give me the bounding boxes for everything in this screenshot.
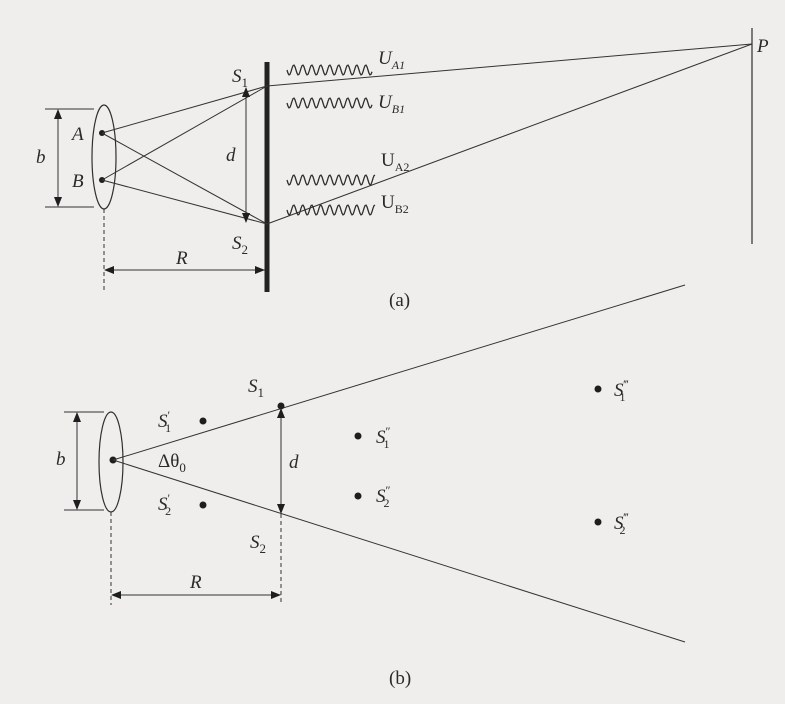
label-P: P (756, 36, 769, 57)
label-d-b: d (289, 452, 299, 473)
label-S2-a: S2 (232, 233, 248, 257)
b-arrow-top-b (73, 412, 81, 422)
label-S1-double-prime: S″1 (376, 424, 391, 451)
label-S1-a: S1 (232, 66, 248, 90)
label-b-a: b (36, 147, 46, 168)
point-S2-triple-prime (594, 518, 602, 526)
figure-b: b S1 S2 d Δθ0 S′1 S′2 S″1 S″2 S‴1 S‴2 (56, 284, 686, 689)
point-S1-prime (199, 417, 207, 425)
figure-a: A B b P S1 S2 d R (36, 28, 769, 311)
ray-B-S2 (101, 179, 268, 225)
label-S1-triple-prime: S‴1 (614, 377, 629, 404)
wave-UA2 (286, 174, 376, 186)
label-A: A (70, 124, 84, 145)
R-arrow-left-b (111, 591, 121, 599)
wave-UB1 (286, 97, 373, 109)
label-UA2: UA2 (381, 150, 409, 174)
label-B: B (72, 171, 84, 192)
caption-a: (a) (389, 290, 410, 311)
R-arrow-right-b (271, 591, 281, 599)
label-R-a: R (175, 248, 188, 269)
label-UA1: UA1 (378, 48, 405, 72)
label-S2-b: S2 (250, 532, 266, 556)
label-S2-double-prime: S″2 (376, 483, 391, 510)
label-S2-prime: S′2 (158, 491, 171, 518)
point-S1-double-prime (354, 432, 362, 440)
point-S2-double-prime (354, 492, 362, 500)
R-arrow-right-a (255, 266, 265, 274)
b-arrow-bottom (54, 197, 62, 207)
ray-A-S1 (101, 85, 268, 134)
label-UB1: UB1 (378, 92, 405, 116)
ray-A-S2 (101, 132, 268, 225)
b-arrow-top (54, 109, 62, 119)
caption-b: (b) (389, 668, 411, 689)
label-S1-prime: S′1 (158, 408, 171, 435)
label-UB2: UB2 (381, 192, 409, 216)
d-arrow-top (242, 87, 250, 97)
point-S2-prime (199, 501, 207, 509)
d-arrow-bottom-b (277, 504, 285, 514)
label-R-b: R (189, 572, 202, 593)
label-b-b: b (56, 449, 66, 470)
label-S2-triple-prime: S‴2 (614, 510, 629, 537)
d-arrow-bottom (242, 213, 250, 223)
wave-UA1 (286, 64, 373, 76)
b-arrow-bottom-b (73, 500, 81, 510)
label-d-a: d (226, 145, 236, 166)
label-delta-theta: Δθ0 (158, 451, 186, 475)
cone-lower-line (112, 459, 686, 643)
label-S1-b: S1 (248, 376, 264, 400)
ray-B-S1 (101, 85, 268, 181)
point-S1-triple-prime (594, 385, 602, 393)
point-S1-b (277, 402, 285, 410)
R-arrow-left-a (104, 266, 114, 274)
ray-S2-P (266, 43, 753, 225)
d-arrow-top-b (277, 408, 285, 418)
source-ellipse-a (91, 104, 117, 210)
cone-upper-line (112, 284, 686, 461)
ray-S1-P (266, 43, 753, 87)
wave-UB2 (286, 204, 376, 216)
